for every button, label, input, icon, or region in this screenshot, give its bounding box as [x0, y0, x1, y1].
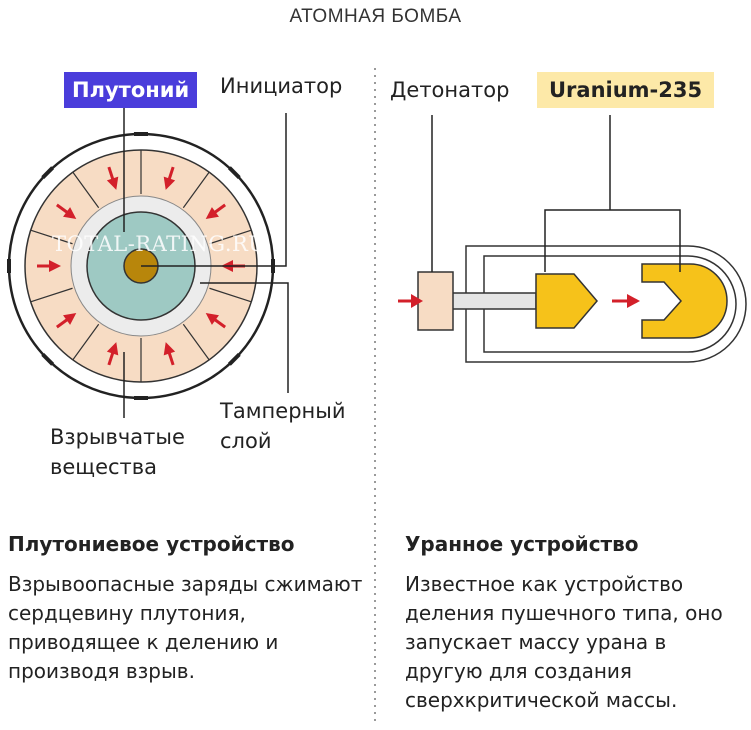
segment-divider [209, 287, 252, 303]
uranium-bullet [535, 273, 598, 329]
segment-divider [72, 323, 100, 361]
implosion-arrow [55, 313, 77, 329]
uranium-heading: Уранное устройство [405, 532, 639, 556]
explosives-label-line2: вещества [50, 455, 158, 479]
segment-divider [182, 323, 210, 361]
implosion-arrow [205, 313, 227, 329]
casing-mark [41, 166, 55, 180]
implosion-arrow [55, 203, 77, 219]
implosion-arrow [163, 166, 176, 190]
casing-mark [227, 352, 241, 366]
uranium-description: Известное как устройство деления пушечно… [405, 572, 723, 712]
plutonium-heading: Плутониевое устройство [8, 532, 295, 556]
page-title: АТОМНАЯ БОМБА [289, 6, 462, 27]
explosives-label-line1: Взрывчатые [50, 425, 185, 449]
implosion-arrows [37, 166, 245, 366]
tamper-label-line2: слой [220, 429, 272, 453]
uranium-device [398, 115, 747, 363]
tamper-label-line1: Тамперный [220, 399, 346, 423]
segment-divider [209, 229, 252, 245]
initiator-leader [141, 113, 287, 267]
barrel-rod [451, 292, 537, 310]
plutonium-tag: Плутоний [64, 72, 198, 108]
uranium-bracket [544, 209, 681, 272]
implosion-arrow [37, 260, 61, 272]
explosive-segment-lines [30, 150, 252, 382]
detonator-box [417, 271, 454, 331]
implosion-arrow [163, 342, 176, 366]
plutonium-device [7, 108, 289, 418]
implosion-arrow [106, 342, 119, 366]
watermark: TOTAL-RATING.RU [52, 232, 267, 256]
uranium-tag: Uranium-235 [537, 72, 715, 108]
casing-mark [227, 166, 241, 180]
detonator-label: Детонатор [390, 78, 510, 102]
tamper-leader [200, 282, 289, 393]
implosion-arrow [205, 203, 227, 219]
casing-marks [7, 132, 275, 400]
initiator-label: Инициатор [220, 74, 343, 98]
uranium-target [641, 263, 728, 339]
projectile-arrow [612, 294, 640, 308]
segment-divider [182, 171, 210, 209]
casing-mark [41, 352, 55, 366]
segment-divider [72, 171, 100, 209]
implosion-arrow [106, 166, 119, 190]
detonator-arrow [398, 294, 423, 308]
segment-divider [30, 287, 73, 303]
segment-divider [30, 229, 73, 245]
plutonium-description: Взрывоопасные заряды сжимают сердцевину … [8, 572, 363, 683]
